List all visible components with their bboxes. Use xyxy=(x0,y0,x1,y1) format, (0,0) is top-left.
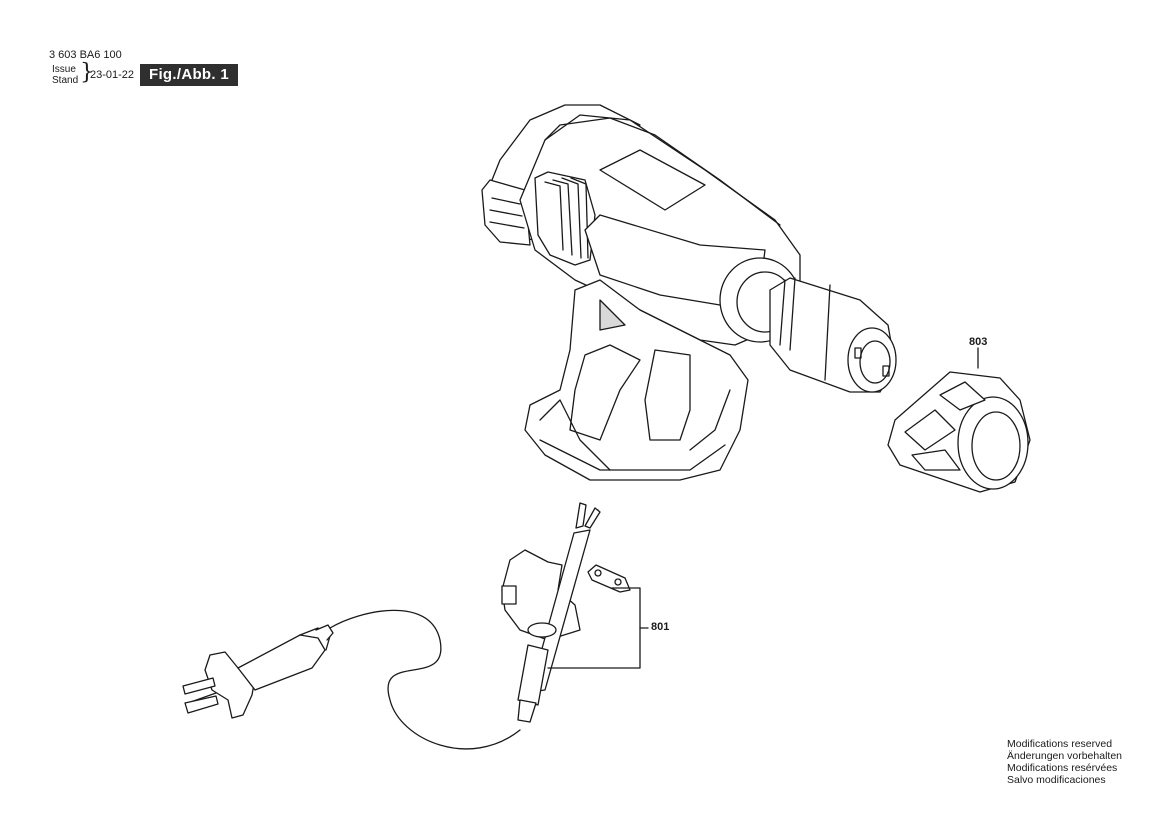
heat-gun-body xyxy=(482,105,800,345)
power-plug xyxy=(183,625,333,718)
issue-label-de: Stand xyxy=(52,75,79,86)
cord-clamp xyxy=(588,565,630,592)
callout-803: 803 xyxy=(969,336,988,348)
heat-gun-nozzle xyxy=(770,278,896,392)
modifications-notice: Modifications reserved Änderungen vorbeh… xyxy=(1007,738,1122,786)
issue-label-en: Issue xyxy=(52,64,76,75)
part-number: 3 603 BA6 100 xyxy=(49,49,122,61)
issue-label: Issue Stand xyxy=(52,64,78,86)
notice-de: Änderungen vorbehalten xyxy=(1007,750,1123,762)
heat-gun-handle xyxy=(525,280,748,480)
notice-fr: Modifications resérvées xyxy=(1007,762,1118,774)
nozzle-cap xyxy=(888,372,1030,492)
figure-label-badge: Fig./Abb. 1 xyxy=(140,64,238,86)
leader-801 xyxy=(548,588,648,668)
notice-en: Modifications reserved xyxy=(1007,738,1113,750)
issue-date: 23-01-22 xyxy=(90,69,135,81)
notice-es: Salvo modificaciones xyxy=(1007,774,1106,786)
brace-glyph: } xyxy=(80,60,94,85)
power-cord xyxy=(330,503,600,749)
callout-801: 801 xyxy=(651,621,670,633)
